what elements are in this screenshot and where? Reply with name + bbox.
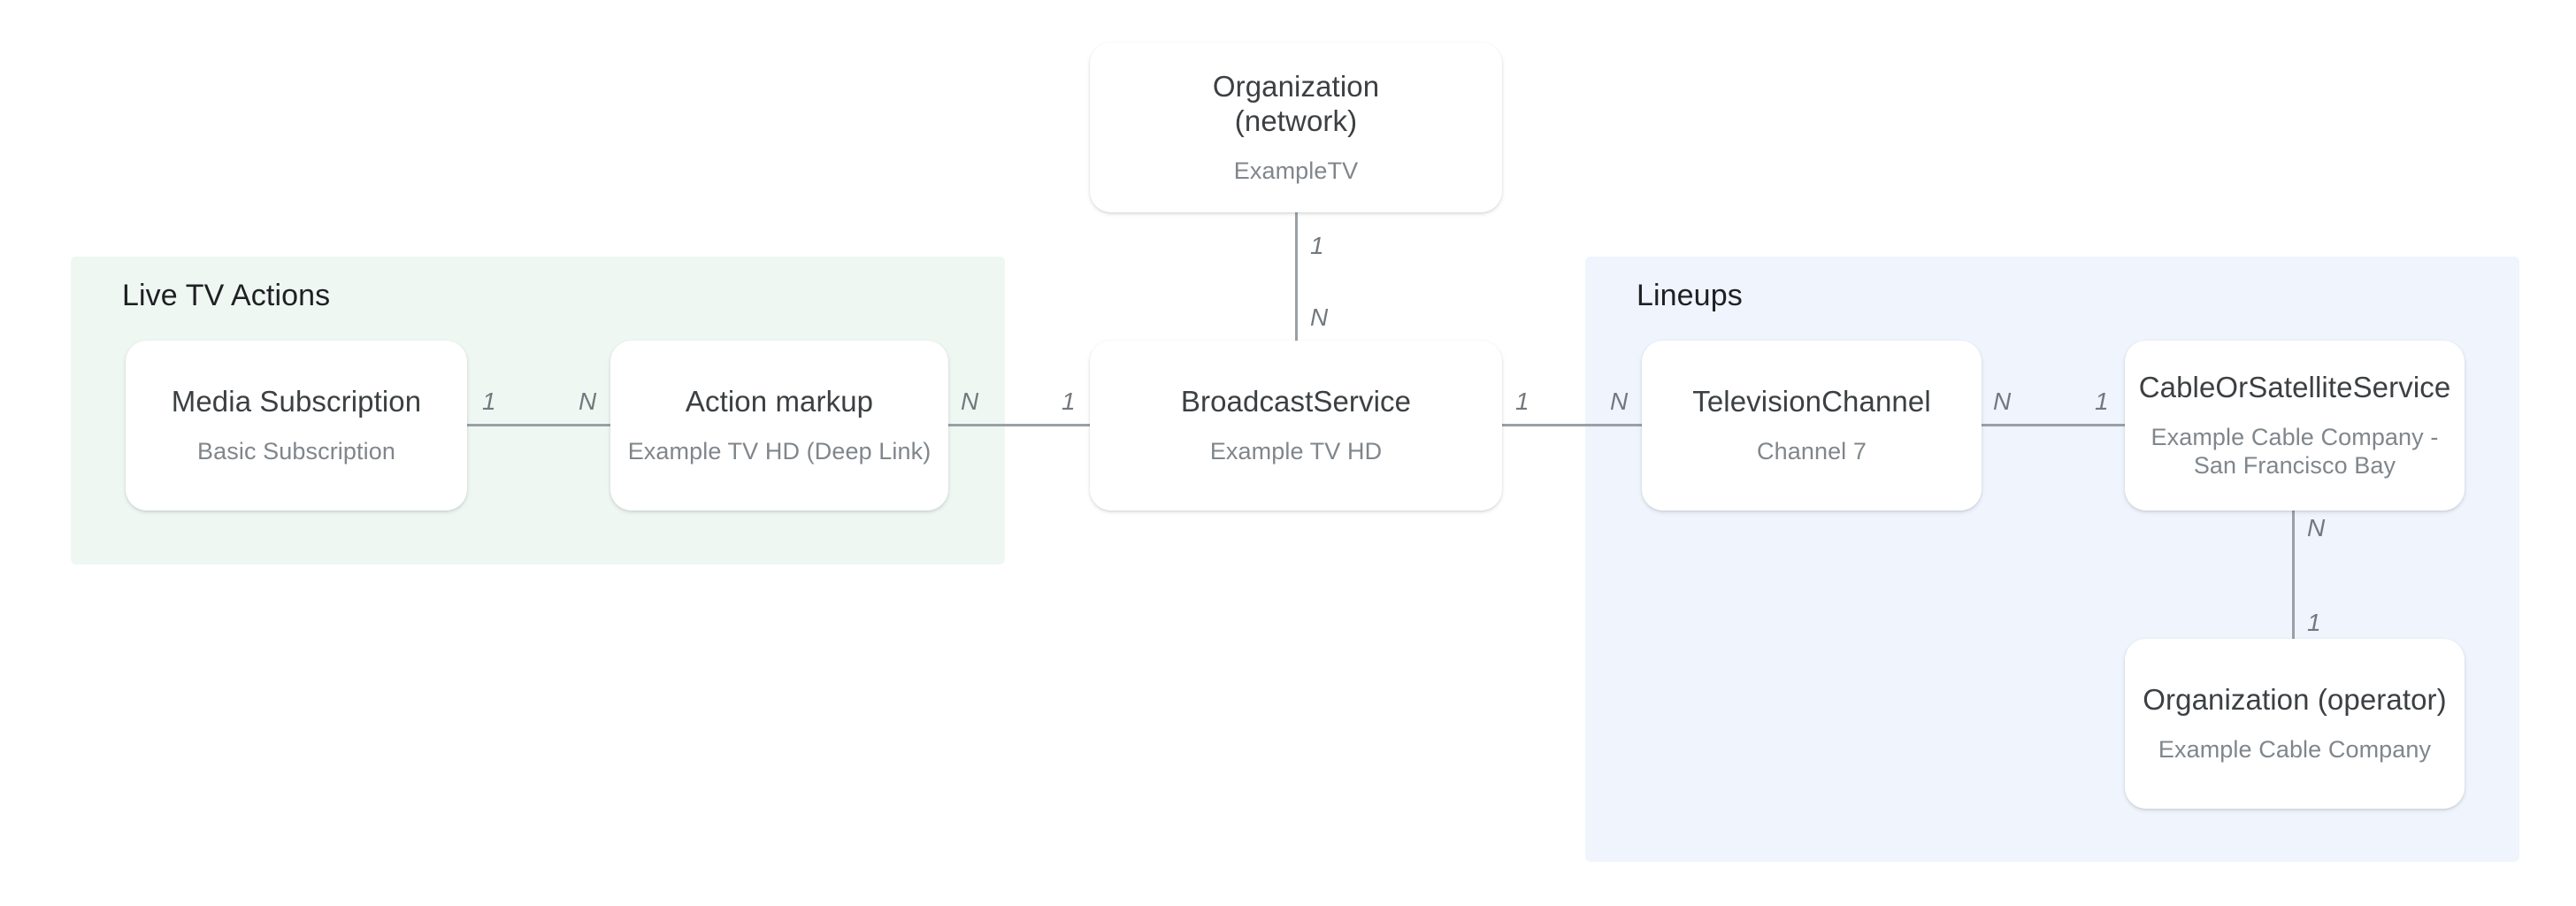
entity-title-media-subscription: Media Subscription	[171, 385, 422, 418]
cardinality-action-markup-to-broadcast-service-target: 1	[1062, 388, 1076, 415]
entity-card-television-channel[interactable]: TelevisionChannel Channel 7	[1642, 341, 1982, 511]
entity-subtitle-organization-network: ExampleTV	[1233, 157, 1359, 184]
entity-subtitle-organization-operator: Example Cable Company	[2158, 736, 2432, 764]
cardinality-organization-network-to-broadcast-service-target: N	[1310, 303, 1329, 331]
cardinality-cable-or-satellite-service-to-organization-operator-source: N	[2307, 514, 2326, 541]
cardinality-cable-or-satellite-service-to-organization-operator-target: 1	[2307, 609, 2321, 636]
group-title-lineups: Lineups	[1637, 279, 1743, 312]
entity-card-broadcast-service[interactable]: BroadcastService Example TV HD	[1090, 341, 1502, 511]
edge-television-channel-cable-or-satellite-service	[1982, 424, 2125, 426]
entity-subtitle-television-channel: Channel 7	[1757, 438, 1867, 465]
edge-media-subscription-action-markup	[467, 424, 610, 426]
cardinality-media-subscription-to-action-markup-source: 1	[482, 388, 496, 415]
entity-subtitle-broadcast-service: Example TV HD	[1209, 438, 1383, 465]
entity-title-action-markup: Action markup	[685, 385, 874, 418]
edge-organization-network-broadcast-service	[1295, 212, 1298, 342]
entity-subtitle-action-markup: Example TV HD (Deep Link)	[627, 438, 932, 465]
cardinality-broadcast-service-to-television-channel-source: 1	[1515, 388, 1530, 415]
entity-title-organization-operator: Organization (operator)	[2143, 683, 2447, 717]
entity-card-media-subscription[interactable]: Media Subscription Basic Subscription	[126, 341, 467, 511]
entity-card-organization-operator[interactable]: Organization (operator) Example Cable Co…	[2125, 639, 2465, 809]
cardinality-television-channel-to-cable-or-satellite-service-source: N	[1993, 388, 2012, 415]
cardinality-broadcast-service-to-television-channel-target: N	[1610, 388, 1629, 415]
cardinality-television-channel-to-cable-or-satellite-service-target: 1	[2095, 388, 2109, 415]
entity-card-action-markup[interactable]: Action markup Example TV HD (Deep Link)	[610, 341, 948, 511]
edge-action-markup-broadcast-service	[948, 424, 1090, 426]
edge-cable-or-satellite-service-organization-operator	[2292, 511, 2295, 639]
entity-title-cable-or-satellite-service: CableOrSatelliteService	[2138, 371, 2451, 404]
cardinality-organization-network-to-broadcast-service-source: 1	[1310, 232, 1324, 259]
entity-subtitle-media-subscription: Basic Subscription	[197, 438, 395, 465]
entity-card-cable-or-satellite-service[interactable]: CableOrSatelliteService Example Cable Co…	[2125, 341, 2465, 511]
entity-subtitle-cable-or-satellite-service: Example Cable Company - San Francisco Ba…	[2150, 424, 2439, 480]
cardinality-action-markup-to-broadcast-service-source: N	[961, 388, 979, 415]
entity-title-organization-network: Organization (network)	[1212, 69, 1380, 137]
entity-title-broadcast-service: BroadcastService	[1180, 385, 1412, 418]
edge-broadcast-service-television-channel	[1502, 424, 1642, 426]
entity-card-organization-network[interactable]: Organization (network) ExampleTV	[1090, 42, 1502, 212]
group-title-live-tv-actions: Live TV Actions	[122, 279, 331, 312]
cardinality-media-subscription-to-action-markup-target: N	[579, 388, 597, 415]
entity-title-television-channel: TelevisionChannel	[1692, 385, 1931, 418]
